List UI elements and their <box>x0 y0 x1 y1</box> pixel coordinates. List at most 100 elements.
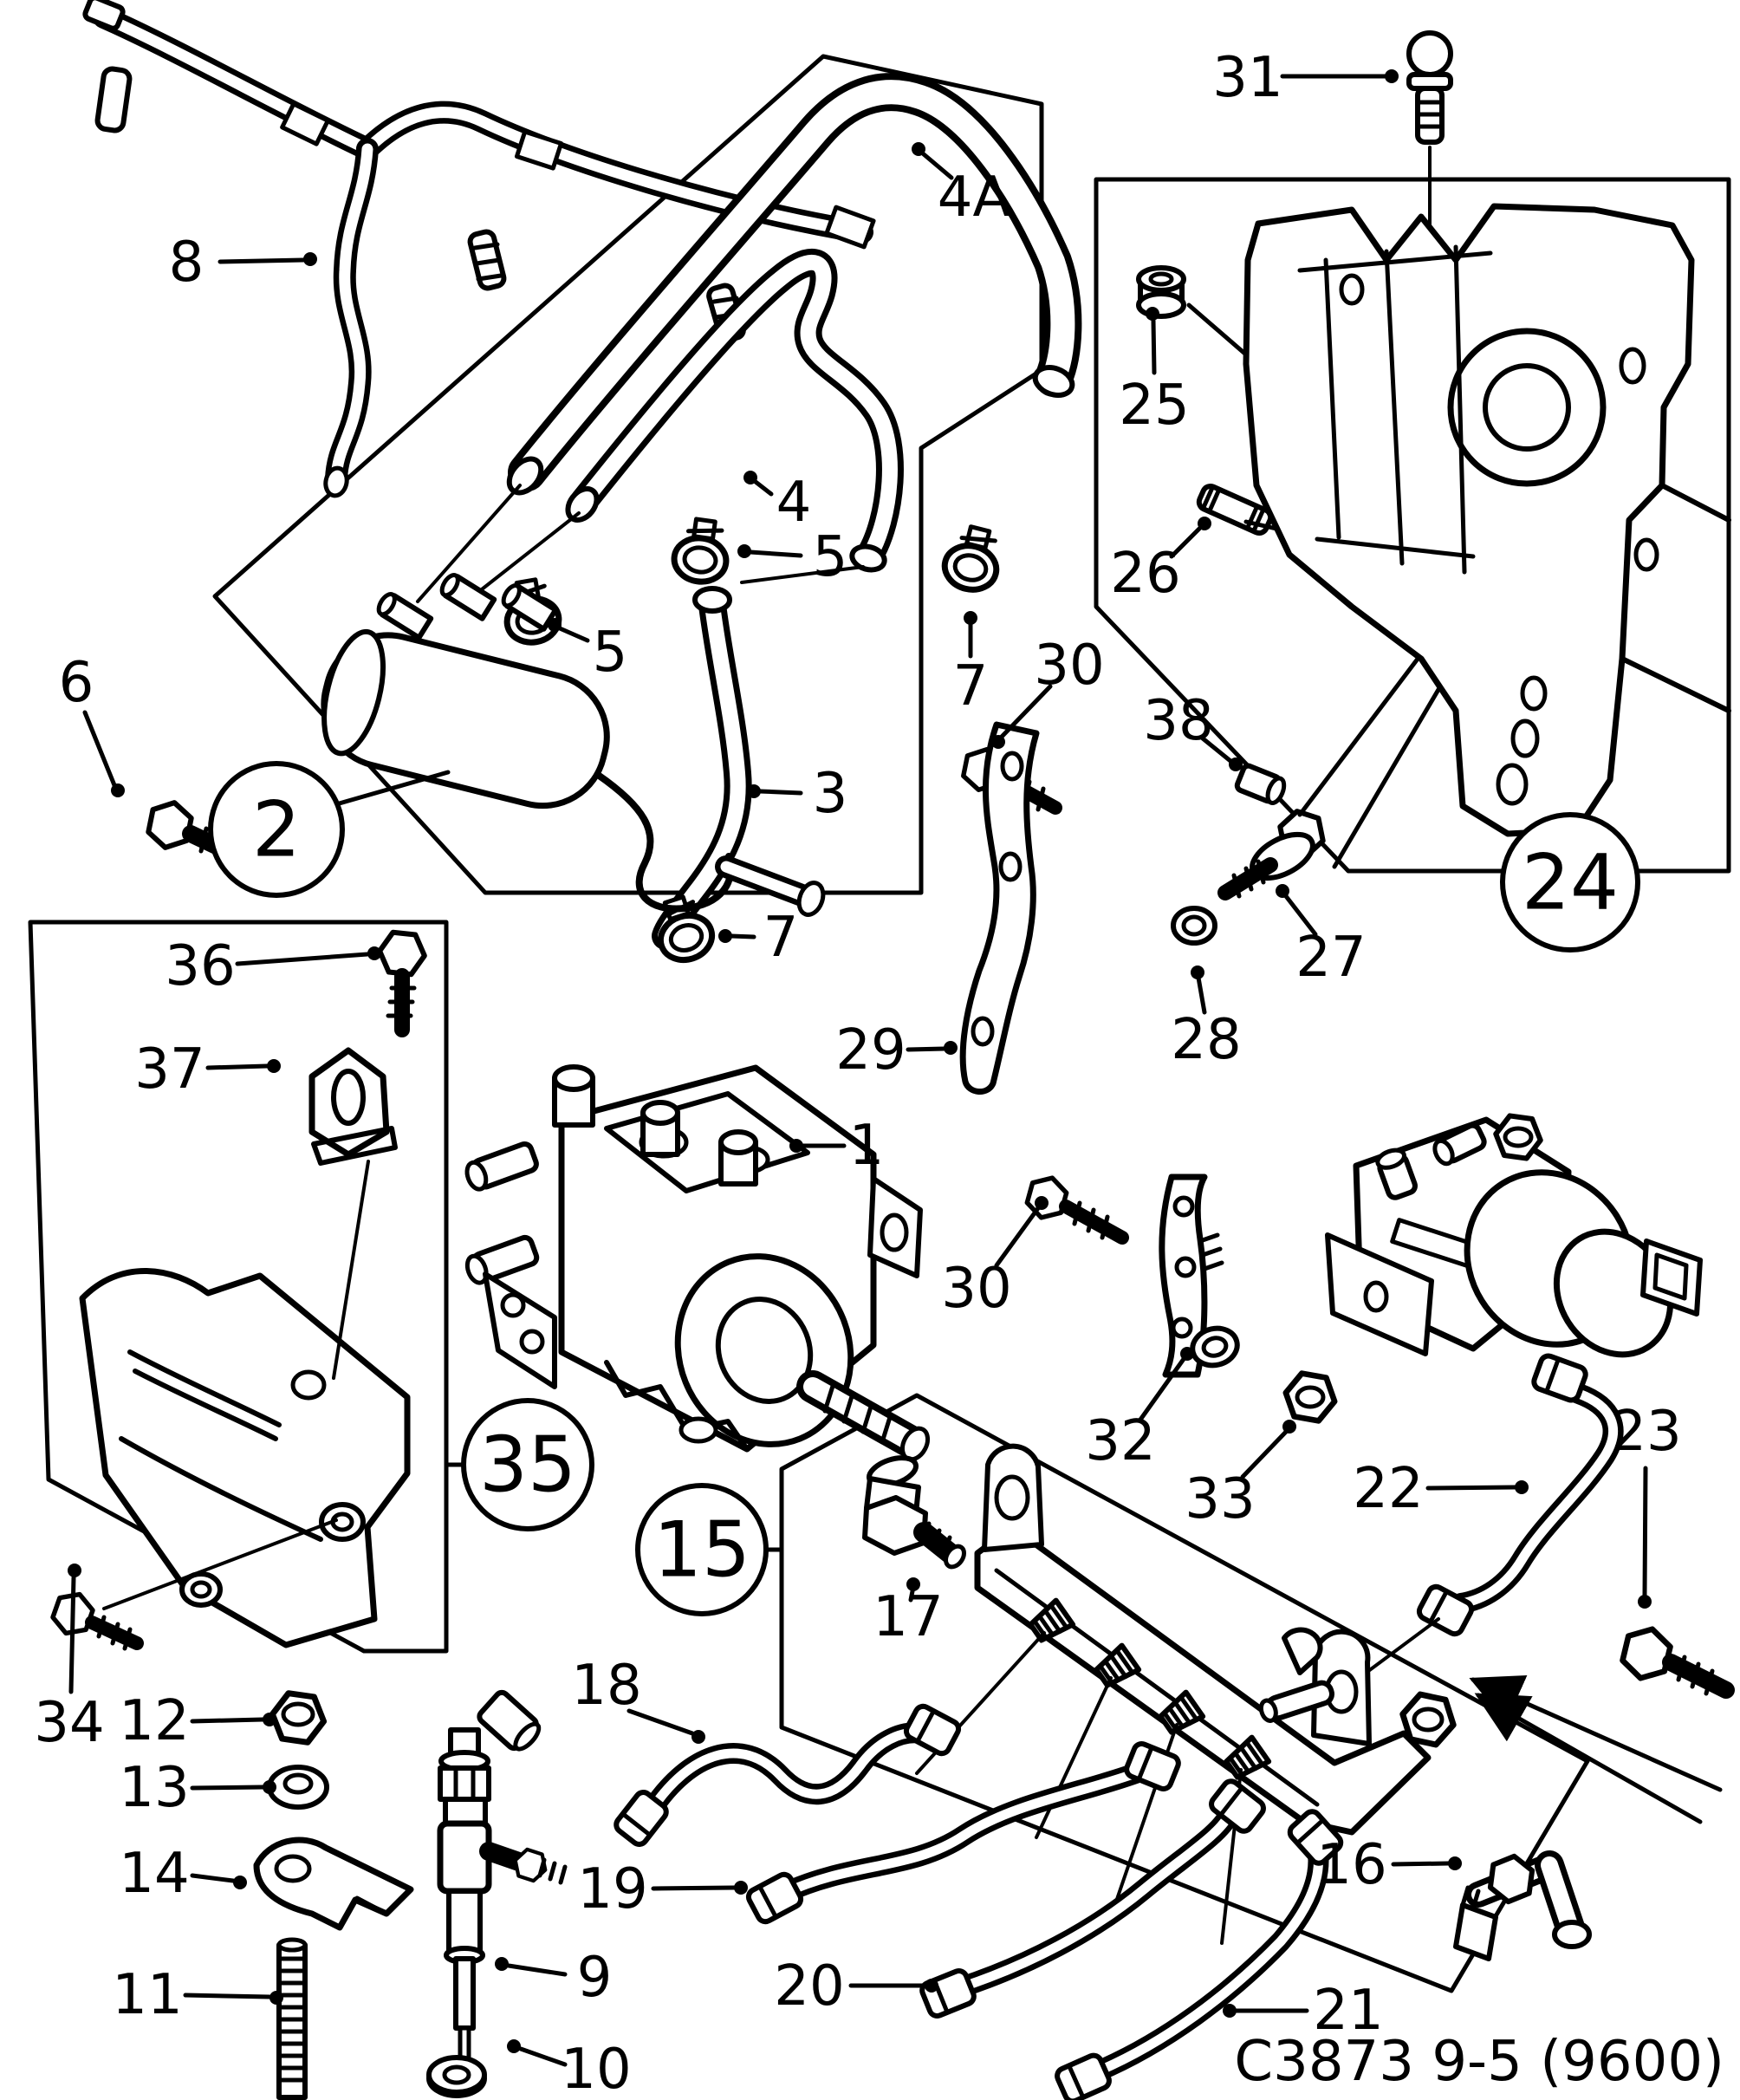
seal-ring-32 <box>1190 1325 1240 1369</box>
callout-label-32: 32 <box>1085 1409 1155 1473</box>
callout-leader-4A <box>921 152 954 180</box>
callout-dot-31 <box>1385 69 1399 83</box>
callout-dot-29 <box>944 1041 958 1055</box>
callout-label-30: 30 <box>941 1257 1011 1321</box>
callout-leader-12 <box>190 1717 265 1724</box>
callout-dot-21 <box>1223 2004 1237 2018</box>
callout-dot-27 <box>1276 884 1289 898</box>
callout-label-21: 21 <box>1313 1979 1383 2043</box>
callout-leader-7 <box>729 933 756 939</box>
callout-label-7: 7 <box>953 654 989 718</box>
lever-29-illustration <box>959 721 1040 1095</box>
callout-leader-3 <box>757 789 803 796</box>
callout-dot-11 <box>269 1991 283 2005</box>
callout-dot-7 <box>718 929 732 943</box>
callout-dot-23 <box>1638 1595 1652 1609</box>
callout-label-3: 3 <box>813 762 848 826</box>
fuel-rail-illustration <box>915 1443 1458 1945</box>
callout-dot-37 <box>267 1059 281 1073</box>
callout-label-34: 34 <box>34 1691 104 1755</box>
callout-dot-8 <box>303 252 317 266</box>
bolt-36 <box>378 931 427 1037</box>
hose-4a-illustration <box>416 73 1082 603</box>
group-label-15: 15 <box>653 1505 750 1595</box>
callout-label-4A: 4A <box>938 166 1011 230</box>
injector-pipe-19 <box>746 1741 1181 1924</box>
callout-leader-30 <box>999 684 1053 739</box>
spacer-38 <box>1234 763 1287 805</box>
group-circle-35 <box>461 1398 594 1531</box>
callout-dot-6 <box>111 783 125 797</box>
group-circle-15 <box>635 1483 769 1616</box>
callout-leader-29 <box>906 1046 947 1052</box>
callout-label-29: 29 <box>835 1018 906 1083</box>
callout-dot-30 <box>1035 1196 1049 1210</box>
injector-9-illustration <box>437 1689 568 2074</box>
stud-11 <box>276 1937 308 2100</box>
mounting-bracket-24-illustration <box>1243 203 1731 837</box>
strap-bracket-illustration <box>1159 1174 1224 1378</box>
pointer-lines-rail-mount <box>1469 1674 1723 1824</box>
callout-label-22: 22 <box>1353 1457 1423 1521</box>
callout-leader-25 <box>1151 318 1157 375</box>
bolt-34 <box>49 1518 338 1651</box>
callout-label-12: 12 <box>119 1689 189 1753</box>
callout-label-33: 33 <box>1185 1467 1255 1531</box>
callout-label-26: 26 <box>1110 542 1180 606</box>
callout-leader-38 <box>1200 736 1233 764</box>
callout-leader-9 <box>506 1963 568 1977</box>
callout-dot-4A <box>912 142 925 156</box>
callout-leader-11 <box>183 1993 272 1999</box>
callout-label-17: 17 <box>873 1585 943 1649</box>
callout-dot-9 <box>495 1957 509 1971</box>
callout-leader-22 <box>1425 1485 1517 1491</box>
callout-label-1: 1 <box>849 1114 885 1178</box>
callout-dot-25 <box>1146 307 1159 321</box>
callout-leader-19 <box>651 1885 737 1891</box>
callout-leader-4 <box>753 479 774 497</box>
callout-leader-5 <box>557 626 590 643</box>
callout-dot-14 <box>233 1876 247 1889</box>
injector-pipe-21 <box>1055 1809 1344 2100</box>
injection-pump-1-illustration <box>464 1064 931 1462</box>
callout-label-5: 5 <box>813 525 848 589</box>
clamp-fork-14 <box>253 1837 414 1931</box>
group-label-24: 24 <box>1522 838 1619 927</box>
group-circle-2 <box>208 761 345 898</box>
callout-dot-30 <box>991 735 1005 749</box>
callout-leader-30 <box>994 1206 1041 1268</box>
callout-label-16: 16 <box>1316 1833 1386 1897</box>
callout-leader-36 <box>235 952 370 966</box>
callout-label-8: 8 <box>169 231 205 295</box>
callout-label-20: 20 <box>774 1954 844 2019</box>
callout-leader-16 <box>1391 1861 1451 1867</box>
pressure-sensor-17-illustration <box>862 1455 966 1570</box>
callout-label-30: 30 <box>1034 634 1104 698</box>
outlet-fitting-16-illustration <box>1453 1852 1592 1961</box>
group-label-2: 2 <box>252 785 301 874</box>
callout-leader-26 <box>1169 526 1202 559</box>
callout-dot-1 <box>789 1139 803 1153</box>
callout-label-31: 31 <box>1212 46 1282 110</box>
callout-leader-34 <box>68 1575 76 1694</box>
callout-label-23: 23 <box>1611 1400 1681 1464</box>
callout-label-11: 11 <box>112 1963 182 2027</box>
callout-leader-8 <box>218 257 306 264</box>
callout-dot-7 <box>964 611 977 625</box>
callout-label-27: 27 <box>1295 926 1366 990</box>
callout-dot-38 <box>1229 757 1243 771</box>
callout-dot-32 <box>1180 1347 1194 1361</box>
callout-leader-5 <box>748 549 803 558</box>
hose-clamp-5-right <box>672 517 731 585</box>
callout-label-25: 25 <box>1119 374 1189 438</box>
callout-dot-19 <box>734 1881 748 1895</box>
hose-4-illustration <box>480 249 904 591</box>
callout-dot-18 <box>691 1730 705 1744</box>
evap-canister-illustration <box>321 573 826 917</box>
callout-leader-10 <box>518 2046 568 2067</box>
bolt-23 <box>1617 1626 1735 1699</box>
washer-10 <box>426 2055 487 2098</box>
callout-leader-14 <box>190 1873 236 1883</box>
